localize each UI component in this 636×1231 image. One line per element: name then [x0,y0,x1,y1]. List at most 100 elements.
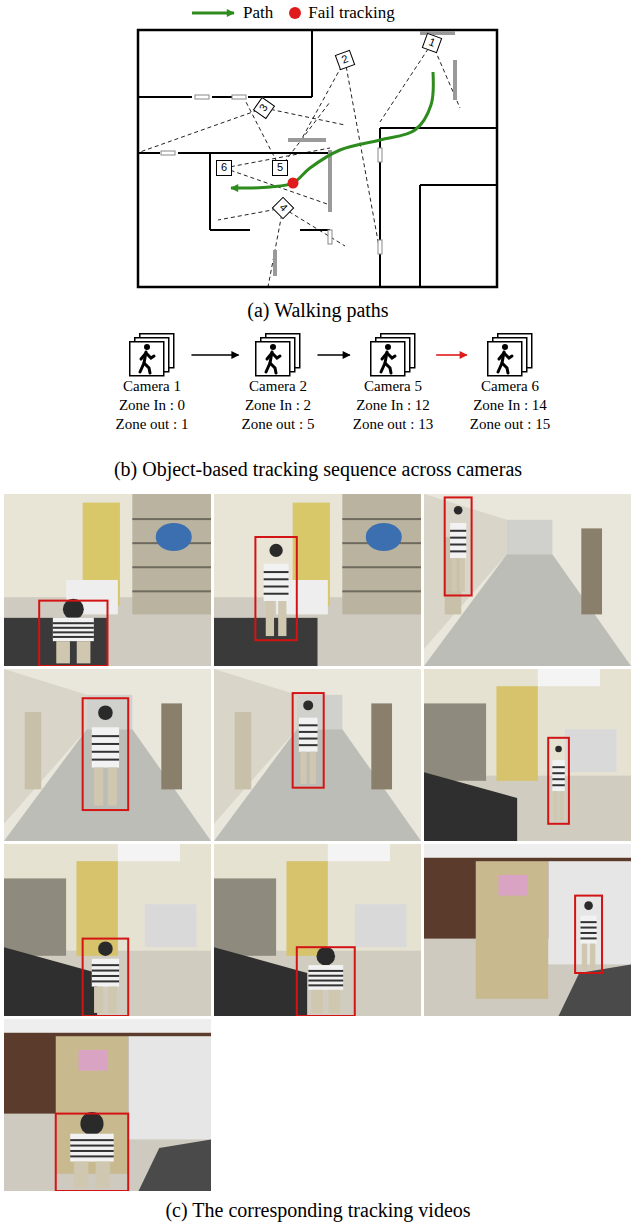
shirt-stripe [552,778,564,780]
person-shirt [53,618,94,642]
desk [424,772,517,841]
shirt-stripe [299,724,318,726]
person-shirt [308,965,343,990]
photo-ground [214,844,421,1016]
camera-stage: Camera 5Zone In : 12Zone out : 13 [351,333,435,434]
person [92,705,119,805]
video-frame [4,494,211,666]
wall [300,229,330,231]
person-shirt [580,916,596,944]
printer [565,729,617,772]
partitions [275,33,455,276]
door [328,230,332,244]
person-shirt [92,959,119,987]
partition [328,150,332,212]
node-text: Camera 6 [481,377,539,396]
back-wall [507,520,553,554]
partition [420,31,455,35]
partition [288,138,326,142]
frame [371,342,405,376]
tracking-box [445,497,472,595]
tracking-box [83,939,129,1016]
view-line [268,208,283,287]
person-leg [451,558,456,591]
person [450,506,466,592]
person-leg [560,791,564,820]
back-wall [87,695,133,729]
person-head [454,506,463,515]
wall [420,184,497,186]
person [264,544,289,636]
shirt-stripe [53,622,94,624]
camera-marker: 3 [253,97,275,119]
view-line [245,100,280,168]
node-text: Zone In : 12 [356,396,430,415]
tracking-box [83,698,129,810]
shirt-stripe [92,751,119,753]
tracking-videos [4,494,631,1191]
video-frame [4,669,211,841]
video-frame [214,669,421,841]
view-line [140,108,264,152]
walking-icon [370,333,416,377]
shirt-stripe [70,1145,113,1147]
shelf [424,703,486,780]
frame [488,342,522,376]
shirt-stripe [92,735,119,737]
legend: PathFail tracking [190,2,409,24]
partition [273,250,277,276]
node-text: Camera 5 [364,377,422,396]
shirt-stripe [308,980,343,982]
node-text: 6 [220,161,228,174]
person-head [555,746,562,753]
tracking-box [297,947,355,1016]
shirt-stripe [92,970,119,972]
camera-marker: 4 [272,197,295,220]
shelf [132,494,211,614]
door [235,712,252,789]
shelf-board [342,566,421,568]
view-line [283,208,345,246]
shirt-stripe [264,586,289,588]
door [161,151,175,155]
tracking-box [255,537,296,640]
legend-swatch [190,3,238,23]
desk [214,947,307,1016]
shirt-stripe [264,578,289,580]
photo-ground [4,669,211,841]
video-frame [214,494,421,666]
room-view [128,1036,211,1139]
tracking-box [56,1114,128,1191]
shirt-stripe [552,784,564,786]
sequence-arrow [191,354,238,356]
walker [498,344,512,373]
person-head [98,941,113,956]
person-leg [77,641,91,663]
shirt-stripe [580,921,596,923]
shirt-stripe [299,731,318,733]
node-text: Camera 2 [249,377,307,396]
door [496,686,537,781]
photo-ground [4,494,211,666]
shirt-stripe [552,772,564,774]
person-leg [310,752,316,784]
video-frame [4,1019,211,1191]
chairs [139,1139,211,1191]
shirt-stripe [53,636,94,638]
shirt-stripe [308,975,343,977]
shelf [4,878,66,955]
shirt-stripe [450,544,466,546]
person-shirt [450,523,466,558]
camera-marker: 5 [272,160,288,176]
photo-ground [424,669,631,841]
frame-content [4,669,211,841]
person-leg [582,944,587,970]
printer [355,904,407,947]
node-text: 1 [426,35,438,50]
shirt-stripe [53,631,94,633]
wall [419,185,421,287]
view-line [264,108,345,125]
shirt-stripe [70,1139,113,1141]
